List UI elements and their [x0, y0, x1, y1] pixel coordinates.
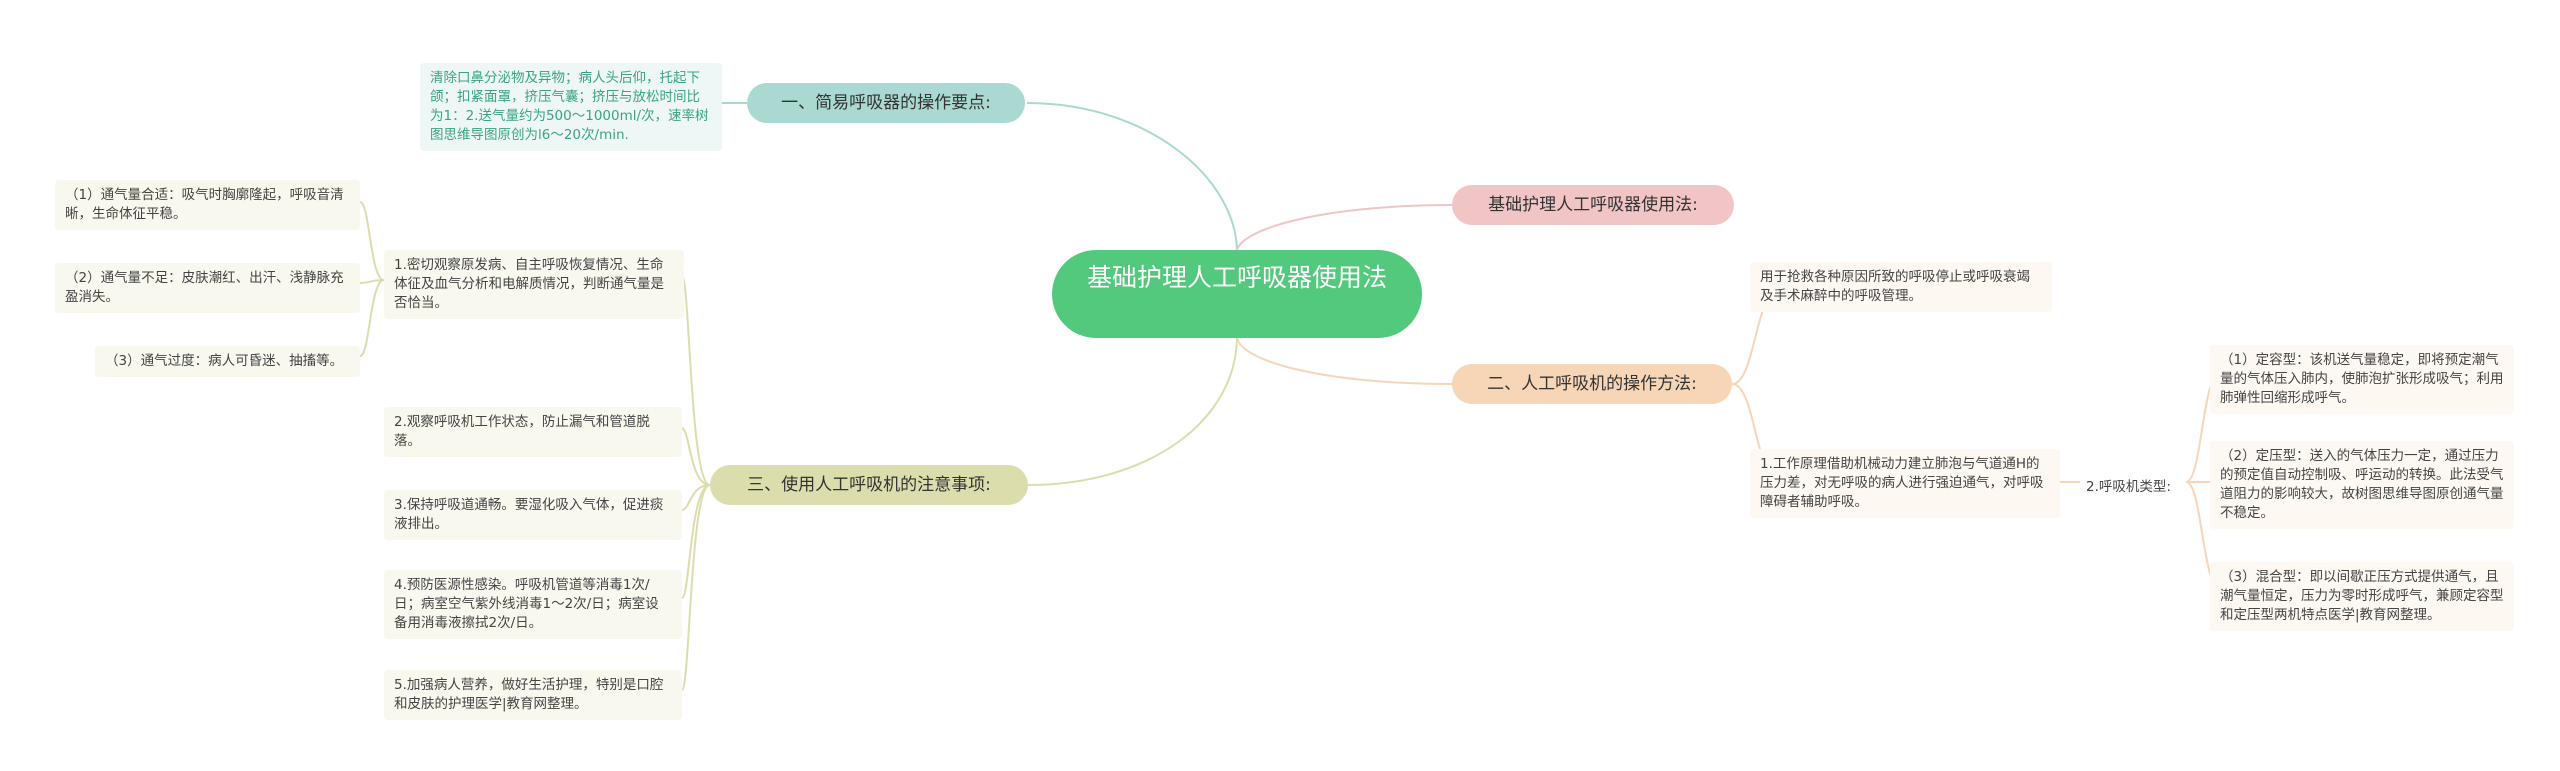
edge-item1-bracket: [359, 201, 385, 357]
edge-root-b2: [1236, 204, 1453, 253]
edge-root-b4: [1027, 335, 1238, 486]
branch-ventilator-operation[interactable]: 二、人工呼吸机的操作方法:: [1452, 364, 1732, 404]
b4-item1-text: 1.密切观察原发病、自主呼吸恢复情况、生命体征及血气分析和电解质情况，判断通气量…: [384, 250, 684, 319]
item1-sub2-text: （2）通气量不足：皮肤潮红、出汗、浅静脉充盈消失。: [55, 263, 360, 313]
b3-types-label: 2.呼吸机类型:: [2086, 479, 2171, 495]
edge-root-b1: [1026, 102, 1238, 253]
b4-item4-text: 4.预防医源性感染。呼吸机管道等消毒1次/日；病室空气紫外线消毒1～2次/日；病…: [384, 570, 682, 639]
b1-detail-text: 清除口鼻分泌物及异物；病人头后仰，托起下颌；扣紧面罩，挤压气囊；挤压与放松时间比…: [420, 63, 722, 151]
type-pressure-text: （2）定压型：送入的气体压力一定，通过压力的预定值自动控制吸、呼运动的转换。此法…: [2210, 441, 2514, 529]
b3-purpose-text: 用于抢救各种原因所致的呼吸停止或呼吸衰竭及手术麻醉中的呼吸管理。: [1750, 262, 2052, 312]
b4-item3-text: 3.保持呼吸道通畅。要湿化吸入气体，促进痰液排出。: [384, 490, 682, 540]
b4-item2-text: 2.观察呼吸机工作状态，防止漏气和管道脱落。: [384, 407, 682, 457]
root-node[interactable]: 基础护理人工呼吸器使用法: [1052, 250, 1422, 338]
item1-sub1-text: （1）通气量合适：吸气时胸廓隆起，呼吸音清晰，生命体征平稳。: [55, 180, 360, 230]
branch-ventilator-precautions[interactable]: 三、使用人工呼吸机的注意事项:: [710, 465, 1028, 505]
branch-usage-method[interactable]: 基础护理人工呼吸器使用法:: [1452, 185, 1734, 225]
type-volume-text: （1）定容型：该机送气量稳定，即将预定潮气量的气体压入肺内，使肺泡扩张形成吸气；…: [2210, 345, 2514, 414]
edge-root-b3: [1236, 335, 1453, 385]
b4-item5-text: 5.加强病人营养，做好生活护理，特别是口腔和皮肤的护理医学|教育网整理。: [384, 670, 682, 720]
edge-b4-bracket: [681, 274, 711, 691]
type-mixed-text: （3）混合型：即以间歇正压方式提供通气，且潮气量恒定，压力为零时形成呼气，兼顾定…: [2210, 562, 2514, 631]
branch-simple-respirator[interactable]: 一、简易呼吸器的操作要点:: [747, 83, 1025, 123]
b3-principle-text: 1.工作原理借助机械动力建立肺泡与气道通H的压力差，对无呼吸的病人进行强迫通气，…: [1750, 449, 2060, 518]
item1-sub3-text: （3）通气过度：病人可昏迷、抽搐等。: [95, 346, 360, 377]
